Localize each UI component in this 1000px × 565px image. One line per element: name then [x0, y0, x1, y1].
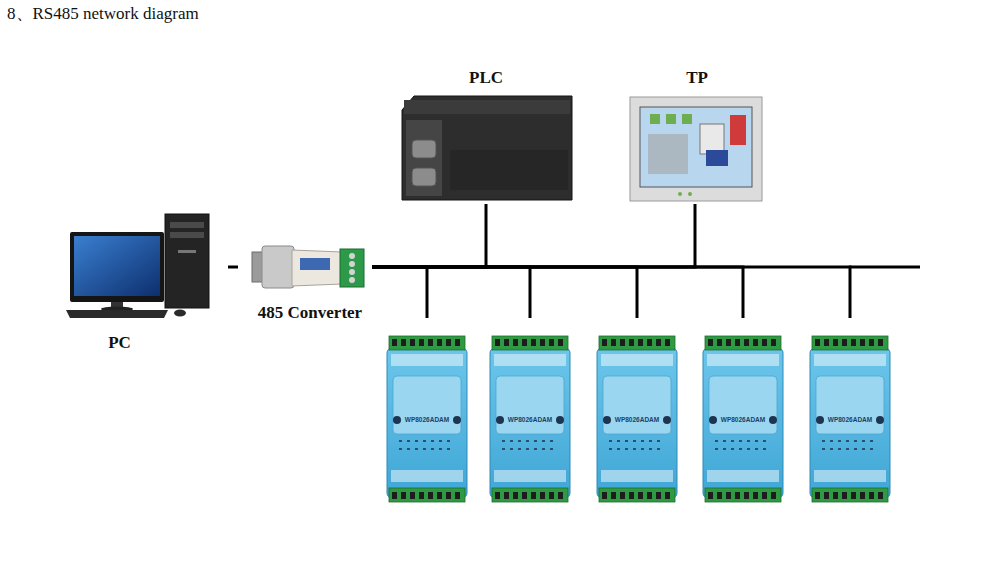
- plc-front: [450, 150, 568, 190]
- panel-screen: [640, 107, 752, 187]
- converter-body: [292, 250, 342, 286]
- io-module: [810, 336, 890, 502]
- pc-node: PC: [62, 210, 212, 355]
- terminal-screw: [349, 261, 355, 267]
- screen-widget: [666, 114, 676, 124]
- plc-illustration: [402, 96, 572, 200]
- monitor-bezel: [70, 232, 164, 302]
- screen-widget: [730, 115, 746, 145]
- device-label: 485 Converter: [246, 303, 374, 323]
- rs485-bus: [372, 267, 850, 318]
- rs485-bus: [372, 267, 743, 318]
- db9-shell: [262, 246, 294, 288]
- panel-led: [678, 192, 682, 196]
- panel-led: [688, 192, 692, 196]
- io-module-node: WP8026ADAM: [490, 318, 570, 504]
- io-module-node: WP8026ADAM: [810, 318, 890, 504]
- mouse: [174, 310, 186, 317]
- device-label: PLC: [456, 68, 516, 88]
- monitor-screen: [74, 236, 160, 296]
- converter-illustration: [252, 246, 364, 288]
- terminal-screw: [349, 269, 355, 275]
- computer-illustration: [66, 214, 209, 318]
- serial-cable: [212, 266, 248, 269]
- rs485-bus: [372, 267, 530, 318]
- io-module-node: WP8026ADAM: [597, 318, 677, 504]
- tower-badge: [178, 250, 196, 253]
- screen-widget: [650, 114, 660, 124]
- io-module-node: WP8026ADAM: [387, 318, 467, 504]
- panel-frame: [630, 97, 762, 201]
- screen-widget: [682, 114, 692, 124]
- diagram-title: 8、RS485 network diagram: [7, 2, 199, 25]
- device-label: TP: [675, 68, 719, 88]
- terminal-block: [340, 249, 364, 287]
- converter-node: 485 Converter: [248, 238, 372, 322]
- rs485-bus: [372, 204, 486, 267]
- module-model-label: WP8026ADAM: [707, 416, 779, 424]
- pc-tower: [165, 214, 209, 308]
- module-model-label: WP8026ADAM: [814, 416, 886, 424]
- module-model-label: WP8026ADAM: [391, 416, 463, 424]
- screen-widget: [700, 124, 724, 154]
- screen-widget: [706, 150, 728, 166]
- terminal-screw: [349, 253, 355, 259]
- plc-body: [402, 96, 572, 200]
- db9-port: [412, 140, 436, 158]
- io-module: [490, 336, 570, 502]
- drive-bay: [170, 222, 204, 228]
- touch-panel-node: TP: [628, 68, 762, 204]
- io-module-node: WP8026ADAM: [703, 318, 783, 504]
- db9-port: [412, 168, 436, 186]
- touch-panel-illustration: [630, 97, 762, 201]
- screen-widget: [648, 134, 688, 174]
- rs485-bus: [372, 267, 427, 318]
- rs485-bus: [372, 267, 637, 318]
- plc-top: [404, 100, 570, 114]
- terminal-screw: [349, 277, 355, 283]
- keyboard: [66, 310, 168, 318]
- bus-line: [849, 266, 920, 269]
- module-model-label: WP8026ADAM: [494, 416, 566, 424]
- converter-label: [300, 258, 330, 270]
- io-module: [387, 336, 467, 502]
- device-label: PC: [82, 333, 157, 353]
- rs485-bus: [372, 204, 695, 267]
- io-module: [597, 336, 677, 502]
- drive-bay: [170, 232, 204, 238]
- io-module: [703, 336, 783, 502]
- module-model-label: WP8026ADAM: [601, 416, 673, 424]
- plc-port-panel: [406, 120, 442, 196]
- plc-node: PLC: [400, 68, 572, 204]
